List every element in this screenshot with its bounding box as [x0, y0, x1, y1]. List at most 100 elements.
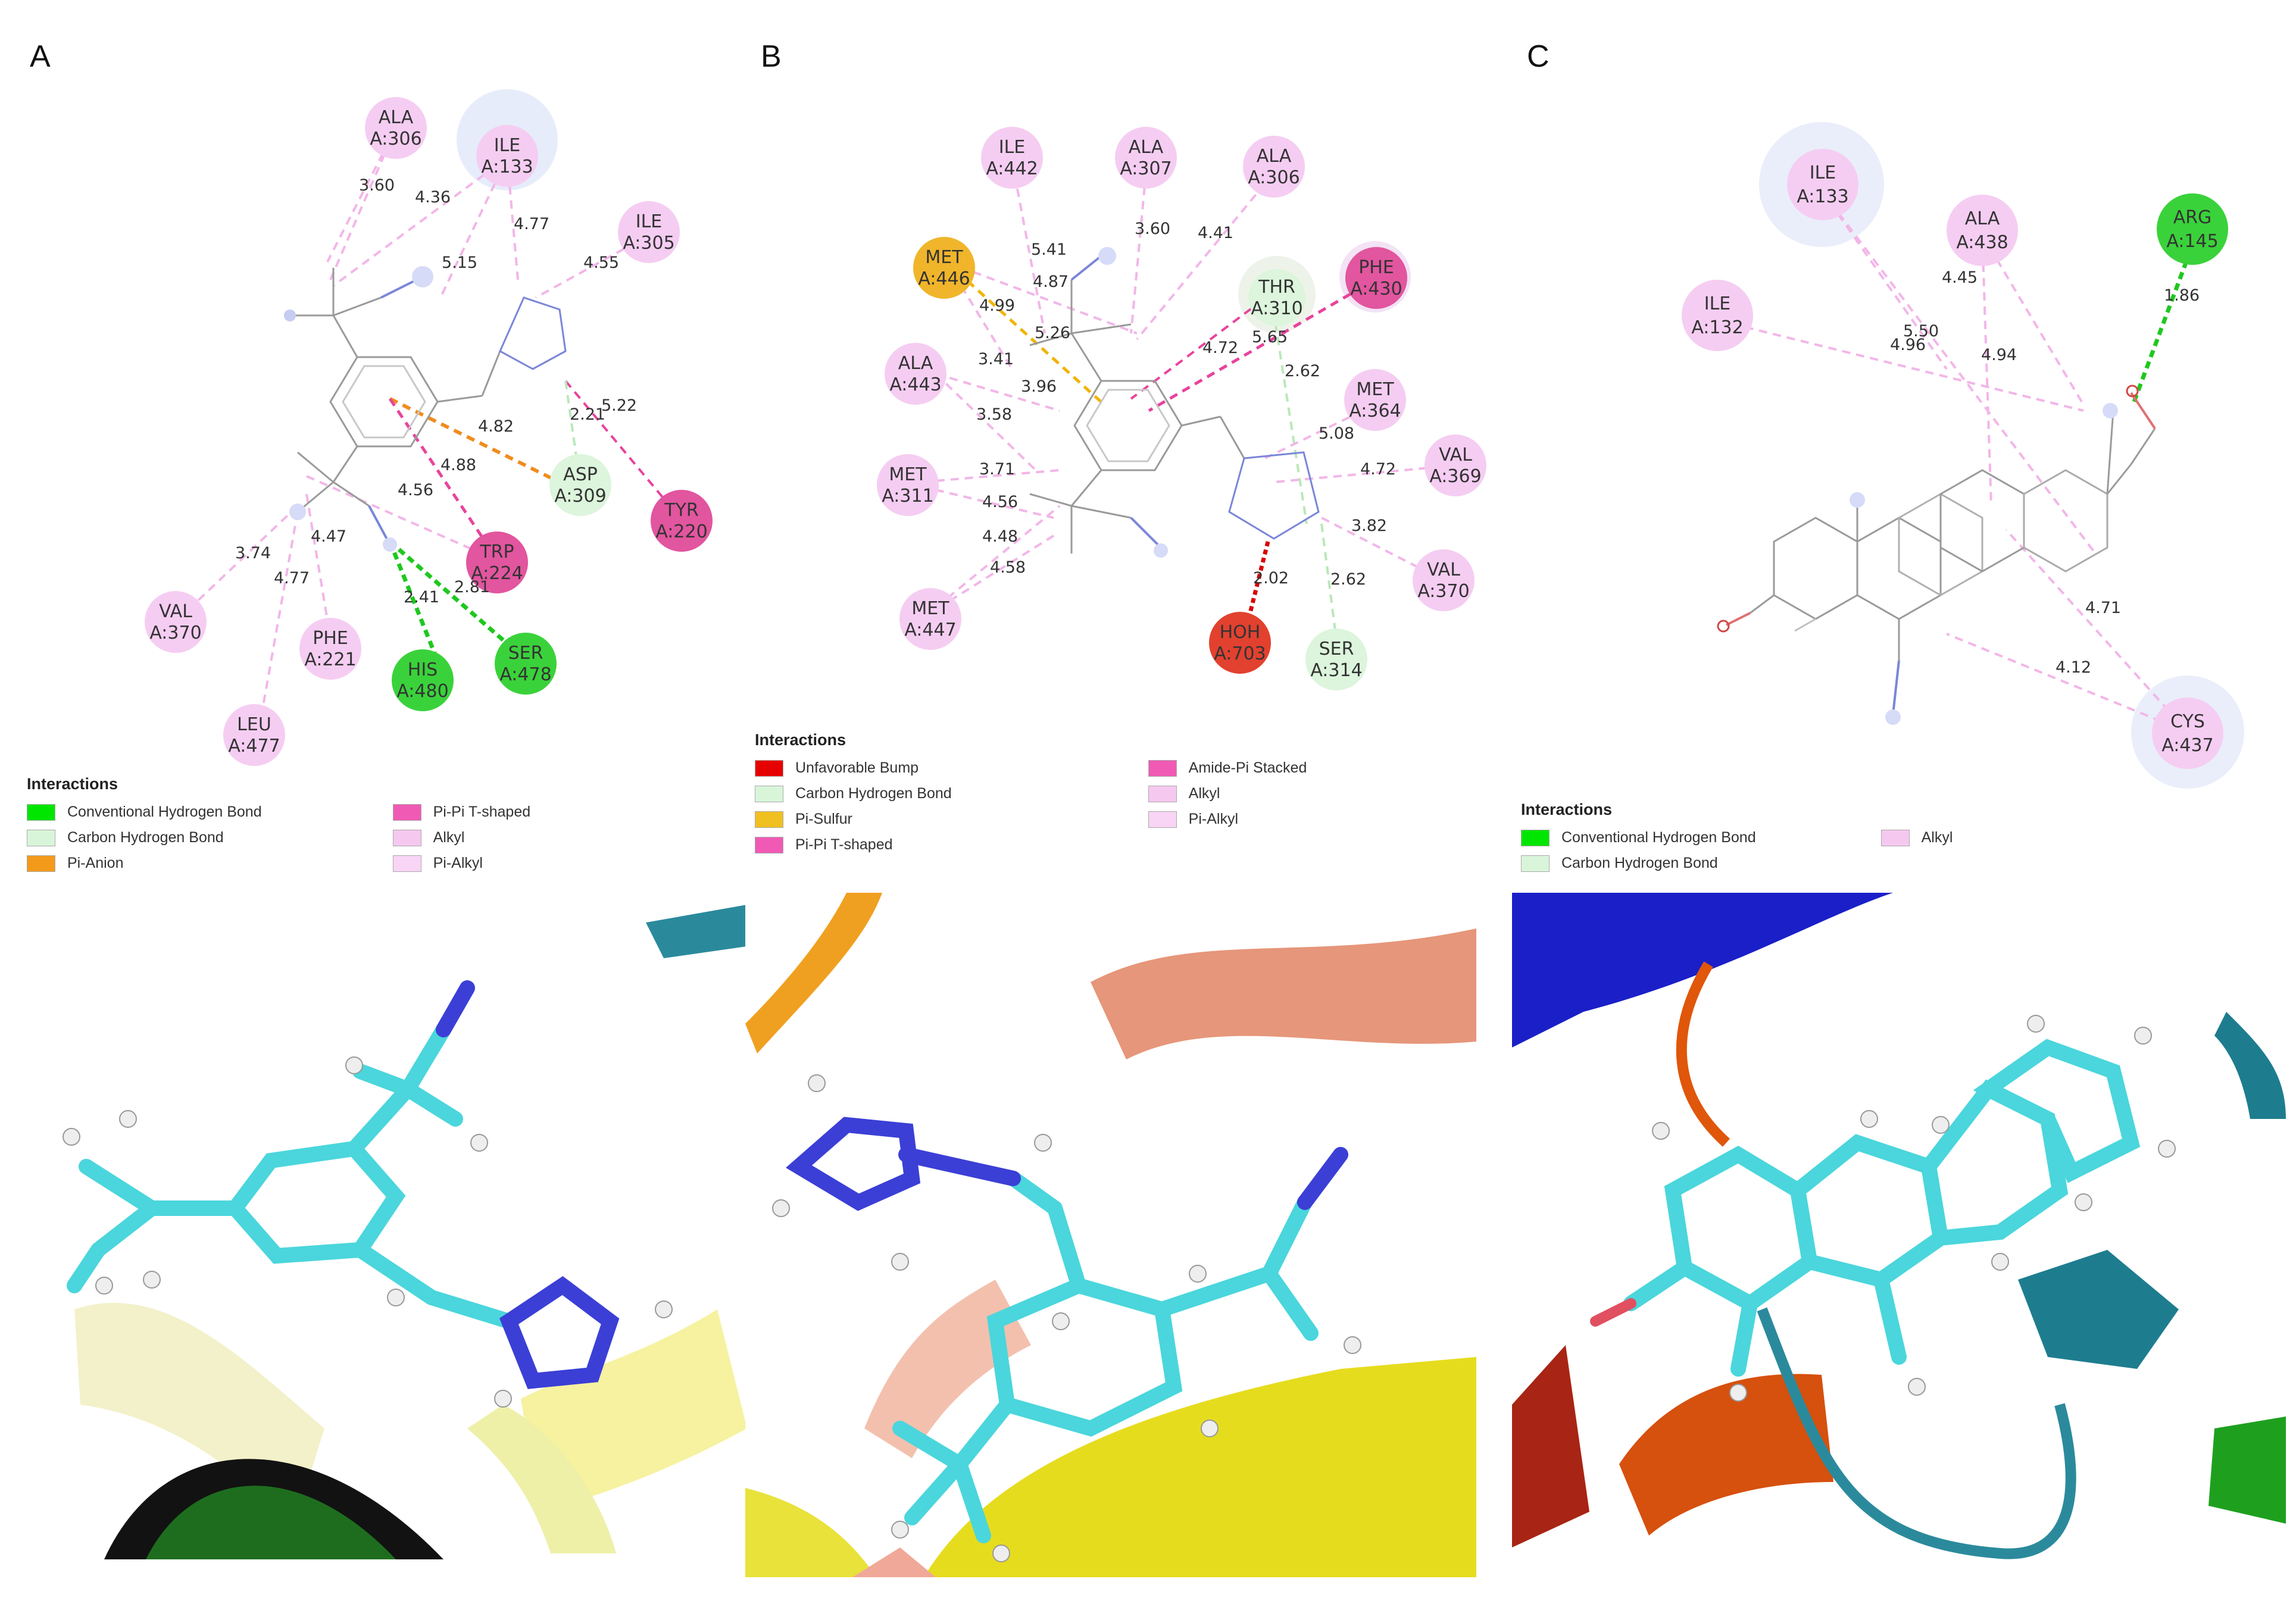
svg-text:A:306: A:306: [370, 129, 421, 149]
legend-item: Alkyl: [392, 825, 531, 851]
svg-text:A:145: A:145: [2166, 231, 2218, 252]
distance-labels: 5.41 3.60 4.41 4.87 4.99 5.26 3.41 3.96 …: [976, 220, 1396, 589]
legend-swatch: [755, 785, 783, 802]
distance-labels: 3.60 4.36 4.77 4.55 5.15 5.22 2.21 4.82 …: [235, 176, 637, 606]
svg-text:A:446: A:446: [918, 268, 970, 289]
svg-text:A:132: A:132: [1691, 317, 1743, 338]
svg-text:MET: MET: [1356, 379, 1394, 400]
svg-text:VAL: VAL: [159, 601, 192, 622]
svg-text:PHE: PHE: [1358, 257, 1394, 278]
legend-item: Pi-Pi T-shaped: [392, 799, 530, 825]
svg-text:4.82: 4.82: [478, 417, 514, 436]
legend-b: Interactions Unfavorable Bump Carbon Hyd…: [755, 731, 1307, 858]
svg-text:2.02: 2.02: [1253, 569, 1289, 587]
svg-text:ALA: ALA: [898, 353, 933, 374]
svg-text:PHE: PHE: [313, 628, 348, 649]
interaction-line: [1946, 633, 2188, 733]
interaction-line: [305, 493, 333, 646]
interaction-line: [2132, 249, 2193, 403]
svg-text:3.41: 3.41: [978, 350, 1014, 368]
svg-text:SER: SER: [508, 643, 543, 664]
svg-text:ALA: ALA: [1257, 146, 1292, 167]
distance-labels: 4.45 1.86 5.50 4.96 4.94 4.71 4.12: [1890, 268, 2200, 677]
svg-text:1.86: 1.86: [2164, 286, 2200, 305]
legend-swatch: [27, 855, 55, 872]
interaction-line: [907, 482, 1054, 519]
svg-text:ILE: ILE: [999, 137, 1026, 158]
svg-text:A:369: A:369: [1429, 466, 1481, 487]
legend-item: Pi-Sulfur: [755, 806, 952, 832]
svg-text:A:224: A:224: [471, 563, 523, 584]
svg-text:4.77: 4.77: [274, 569, 310, 587]
panel-letter-c: C: [1527, 39, 1550, 74]
svg-text:VAL: VAL: [1439, 445, 1472, 465]
svg-text:3.60: 3.60: [1135, 220, 1170, 238]
legend-swatch: [755, 759, 783, 777]
legend-swatch: [755, 811, 783, 828]
svg-text:CYS: CYS: [2170, 711, 2205, 732]
interaction-line: [1981, 234, 2085, 406]
svg-text:MET: MET: [889, 464, 927, 485]
svg-text:5.41: 5.41: [1031, 240, 1067, 259]
interaction-line: [1820, 189, 2097, 555]
svg-text:A:311: A:311: [882, 486, 933, 506]
svg-text:A:443: A:443: [889, 374, 941, 395]
interaction-line: [306, 475, 496, 561]
legend-item: Alkyl: [1880, 825, 1953, 851]
legend-a: Interactions Conventional Hydrogen Bond …: [27, 775, 530, 876]
legend-item: Unfavorable Bump: [755, 755, 952, 781]
svg-text:A:478: A:478: [499, 664, 551, 685]
legend-item: Amide-Pi Stacked: [1148, 755, 1307, 781]
legend-item: Conventional Hydrogen Bond: [27, 799, 262, 825]
interaction-line: [1136, 171, 1275, 340]
svg-text:ASP: ASP: [563, 464, 598, 485]
interaction-line: [1320, 523, 1338, 640]
svg-text:4.99: 4.99: [979, 296, 1015, 315]
legend-item: Pi-Alkyl: [392, 851, 531, 876]
interaction-line: [935, 373, 1037, 471]
svg-text:3.82: 3.82: [1351, 517, 1387, 535]
interaction-line: [945, 261, 1105, 406]
interaction-line: [332, 157, 508, 287]
legend-swatch: [1148, 759, 1177, 777]
svg-text:A:430: A:430: [1350, 279, 1402, 299]
interaction-line: [1270, 294, 1308, 524]
svg-text:4.58: 4.58: [990, 558, 1026, 577]
svg-text:A:307: A:307: [1120, 158, 1172, 179]
ligand-structure: [1726, 392, 2156, 715]
svg-text:VAL: VAL: [1427, 559, 1460, 580]
svg-text:3.71: 3.71: [979, 460, 1015, 479]
legend-item: Pi-Pi T-shaped: [755, 832, 952, 858]
svg-text:HIS: HIS: [408, 659, 438, 680]
svg-text:A:370: A:370: [149, 623, 201, 643]
svg-text:5.26: 5.26: [1035, 324, 1070, 342]
svg-text:HOH: HOH: [1220, 622, 1261, 643]
svg-text:4.48: 4.48: [982, 527, 1018, 546]
svg-text:2.41: 2.41: [404, 588, 439, 606]
svg-text:5.22: 5.22: [601, 396, 637, 415]
legend-swatch: [1148, 785, 1177, 802]
interaction-line: [389, 397, 567, 487]
svg-text:4.56: 4.56: [398, 481, 433, 499]
svg-text:4.36: 4.36: [415, 188, 451, 207]
docking-pose-render-b: [745, 893, 1476, 1577]
svg-text:A:477: A:477: [228, 736, 280, 756]
svg-text:5.15: 5.15: [442, 254, 477, 272]
